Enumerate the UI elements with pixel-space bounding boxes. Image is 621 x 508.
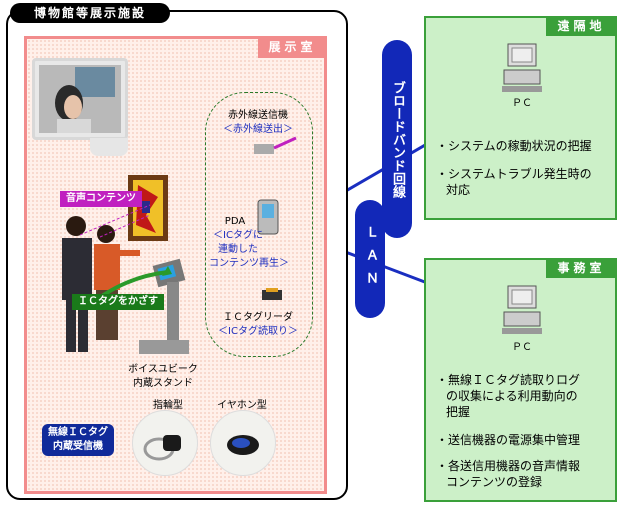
lan-label: ＬＡＮ bbox=[363, 225, 378, 294]
wireless-label-line1: 無線ＩＣタグ bbox=[42, 426, 114, 440]
office-item-3: ・各送信用機器の音声情報 bbox=[436, 458, 612, 474]
remote-pc-icon bbox=[500, 42, 544, 94]
wireless-receiver-badge: 無線ＩＣタグ 内蔵受信機 bbox=[42, 424, 114, 456]
ir-transmitter-icon bbox=[252, 136, 302, 158]
monitor-photo bbox=[32, 58, 128, 140]
office-item-1b: の収集による利用動向の bbox=[446, 388, 612, 404]
lan-oval: ＬＡＮ bbox=[355, 200, 385, 318]
woman-listening-picture bbox=[35, 61, 125, 137]
ring-receiver-circle bbox=[132, 410, 198, 476]
remote-item-2: ・システムトラブル発生時の bbox=[436, 166, 612, 182]
remote-item-1: ・システムの稼動状況の把握 bbox=[436, 138, 612, 154]
remote-site-label: 遠隔地 bbox=[546, 16, 617, 36]
ic-tag-reader-sub: ＜ICタグ読取り＞ bbox=[212, 324, 304, 340]
museum-facility-title: 博物館等展示施設 bbox=[10, 3, 170, 23]
earphone-receiver-icon bbox=[211, 411, 275, 475]
office-item-1: ・無線ＩＣタグ読取りログ bbox=[436, 372, 612, 388]
pda-sub-line3: コンテンツ再生＞ bbox=[204, 256, 294, 272]
wireless-label-line2: 内蔵受信機 bbox=[42, 440, 114, 454]
remote-item-2b: 対応 bbox=[446, 182, 612, 198]
stand-label-line2: 内蔵スタンド bbox=[118, 376, 208, 392]
monitor-stand bbox=[90, 138, 128, 156]
office-item-3b: コンテンツの登録 bbox=[446, 474, 612, 490]
earphone-receiver-circle bbox=[210, 410, 276, 476]
office-pc-label: ＰＣ bbox=[500, 340, 544, 356]
ic-tag-hold-label: ＩＣタグをかざす bbox=[72, 294, 164, 310]
remote-pc-label: ＰＣ bbox=[500, 96, 544, 112]
office-item-1c: 把握 bbox=[446, 404, 612, 420]
broadband-oval: ブロードバンド回線 bbox=[382, 40, 412, 238]
office-label: 事務室 bbox=[546, 258, 617, 278]
ring-receiver-icon bbox=[133, 411, 197, 475]
sound-beams bbox=[70, 195, 160, 255]
office-item-2: ・送信機器の電源集中管理 bbox=[436, 432, 612, 448]
exhibit-room-label: 展示室 bbox=[258, 36, 327, 58]
office-pc-icon bbox=[500, 284, 544, 336]
broadband-label: ブロードバンド回線 bbox=[390, 81, 405, 198]
ic-tag-reader-icon bbox=[260, 288, 284, 302]
